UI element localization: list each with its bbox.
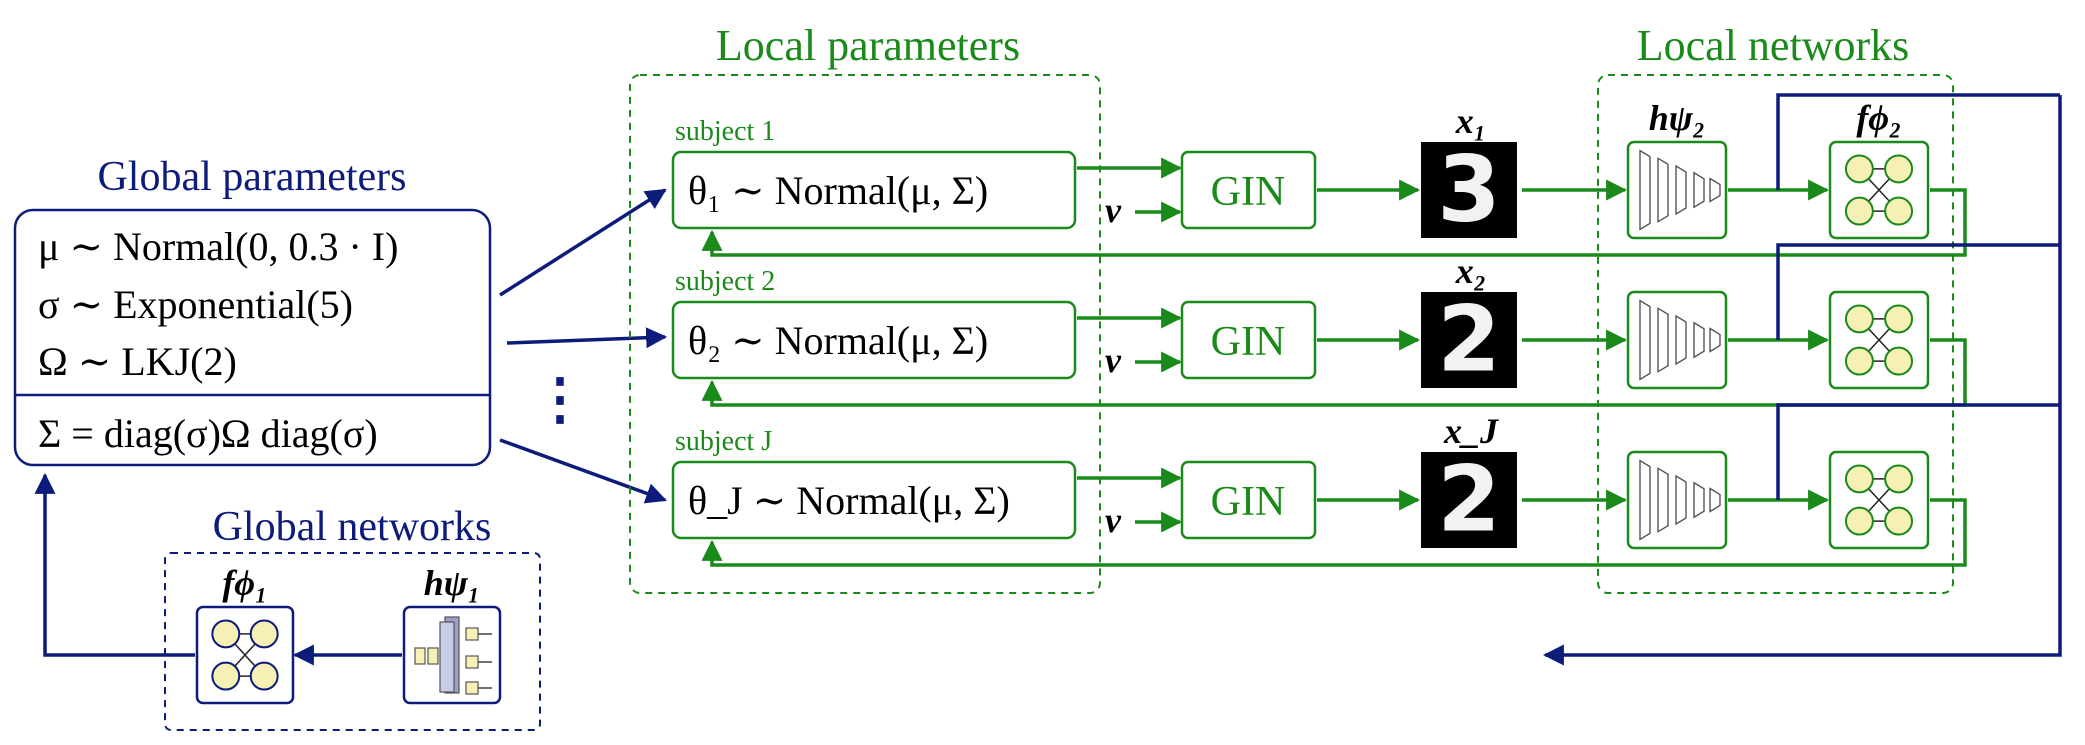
theta-box (671, 460, 1077, 540)
nu-symbol: ν (1105, 500, 1122, 540)
local-parameters-title: Local parameters (716, 21, 1020, 70)
digit-glyph: 3 (1437, 136, 1500, 243)
gin-label: GIN (1211, 319, 1286, 365)
global-eq-omega: Ω ∼ LKJ(2) (38, 339, 237, 384)
global-parameters-title: Global parameters (97, 154, 406, 200)
global-to-subject1-arrow (499, 188, 667, 297)
local-summary-network (1626, 290, 1728, 390)
gin-box (1180, 150, 1317, 230)
vertical-ellipsis: ⋮ (532, 369, 588, 431)
local-inference-network (1828, 140, 1930, 240)
global-eq-mu: μ ∼ Normal(0, 0.3 · I) (38, 224, 398, 269)
global-inference-network-icon (195, 605, 295, 705)
local-summary-network (1626, 450, 1728, 550)
gin-box (1180, 460, 1317, 540)
theta-equation: θ₂ ∼ Normal(μ, Σ) (688, 318, 988, 363)
global-parameters-box (13, 208, 492, 467)
gin-box (1180, 300, 1317, 380)
theta-box (671, 150, 1077, 230)
digit-glyph: 2 (1437, 446, 1500, 553)
simulated-digit-image: 3 (1421, 136, 1517, 243)
global-f-label: fϕ₁ (222, 563, 267, 603)
f-global-to-global-params-arrow (34, 472, 195, 657)
global-summary-network (402, 605, 502, 705)
subject-label: subject 1 (675, 116, 775, 147)
local-feedback-arrow (701, 188, 1967, 257)
global-networks-title: Global networks (213, 504, 492, 550)
subject-label: subject J (675, 426, 772, 457)
local-inference-network (1828, 290, 1930, 390)
nu-symbol: ν (1105, 340, 1122, 380)
digit-glyph: 2 (1437, 286, 1500, 393)
global-to-subjectJ-arrow (499, 438, 667, 504)
subject-row: subject 1 θ₁ ∼ Normal(μ, Σ) ν GIN x₁3 (671, 93, 2060, 257)
global-feedback-line (1542, 95, 2062, 666)
global-eq-sigma: σ ∼ Exponential(5) (38, 282, 353, 327)
subject-row: subject 2 θ₂ ∼ Normal(μ, Σ) ν GIN x₂2 (671, 243, 2060, 407)
global-to-subject2-arrow (506, 327, 668, 349)
local-parameters-region (629, 74, 1101, 594)
local-networks-region (1597, 74, 1954, 594)
simulated-digit-image: 2 (1421, 446, 1517, 553)
summary-to-global-line (1776, 243, 2060, 340)
global-inference-network (195, 605, 295, 705)
summary-to-global-line (1776, 93, 2060, 190)
theta-box (671, 300, 1077, 380)
local-inference-network (1828, 450, 1930, 550)
local-f-label: fϕ₂ (1856, 98, 1901, 138)
global-eq-covariance: Σ = diag(σ)Ω diag(σ) (38, 411, 378, 456)
subject-label: subject 2 (675, 266, 775, 297)
x-label: x_J (1443, 411, 1499, 451)
output-block (465, 627, 479, 641)
nu-symbol: ν (1105, 190, 1122, 230)
local-networks-title: Local networks (1637, 21, 1909, 70)
gin-label: GIN (1211, 479, 1286, 525)
gin-label: GIN (1211, 169, 1286, 215)
output-block (465, 655, 479, 669)
theta-equation: θ₁ ∼ Normal(μ, Σ) (688, 168, 988, 213)
summary-to-global-line (1776, 403, 2060, 500)
x-label: x₂ (1455, 251, 1487, 291)
x-label: x₁ (1455, 101, 1487, 141)
subject-row: subject J θ_J ∼ Normal(μ, Σ) ν GIN x_J2 (671, 403, 2060, 567)
local-summary-network (1626, 140, 1728, 240)
local-h-label: hψ₂ (1649, 98, 1706, 138)
embedding-block (427, 647, 439, 665)
simulated-digit-image: 2 (1421, 286, 1517, 393)
local-feedback-arrow (701, 498, 1967, 567)
theta-equation: θ_J ∼ Normal(μ, Σ) (688, 478, 1010, 523)
embedding-block (414, 647, 426, 665)
global-h-label: hψ₁ (424, 563, 481, 603)
global-networks-region (164, 552, 541, 731)
transformer-block (439, 621, 455, 693)
output-block (465, 681, 479, 695)
